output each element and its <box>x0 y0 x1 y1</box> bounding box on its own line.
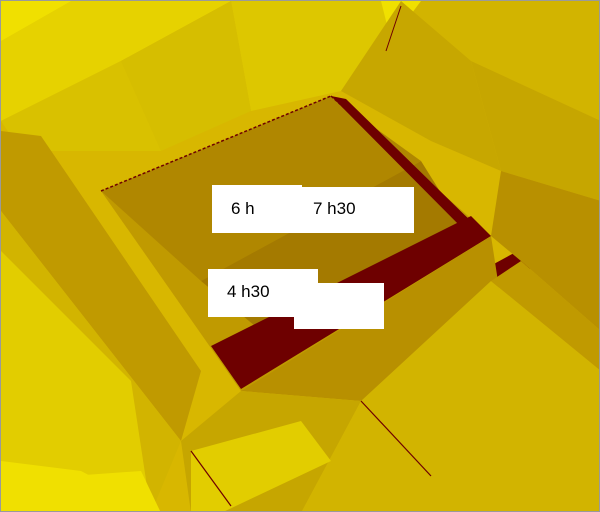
label-box-blank <box>294 283 384 329</box>
facet <box>1 1 71 41</box>
facet <box>331 96 481 237</box>
facet <box>231 1 401 111</box>
facet <box>471 61 599 201</box>
facet <box>1 471 161 511</box>
facet <box>341 1 501 171</box>
edge-line <box>330 95 482 232</box>
edge-line <box>385 5 402 52</box>
facet <box>191 421 331 511</box>
facet <box>1 251 151 511</box>
time-label-6h: 6 h <box>231 199 255 218</box>
facet <box>1 61 161 151</box>
facet <box>1 1 231 121</box>
edge-line <box>100 95 332 192</box>
facet <box>401 1 599 121</box>
facet <box>1 131 201 441</box>
facet <box>302 281 599 511</box>
label-box-7h30: 7 h30 <box>302 187 414 233</box>
facet <box>491 171 599 330</box>
facet <box>491 261 599 370</box>
time-label-7h30: 7 h30 <box>313 199 356 218</box>
time-label-4h30: 4 h30 <box>227 282 270 301</box>
facet <box>121 1 251 151</box>
edge-line <box>190 450 232 507</box>
label-box-6h: 6 h <box>212 185 302 233</box>
edge-line <box>360 400 432 477</box>
